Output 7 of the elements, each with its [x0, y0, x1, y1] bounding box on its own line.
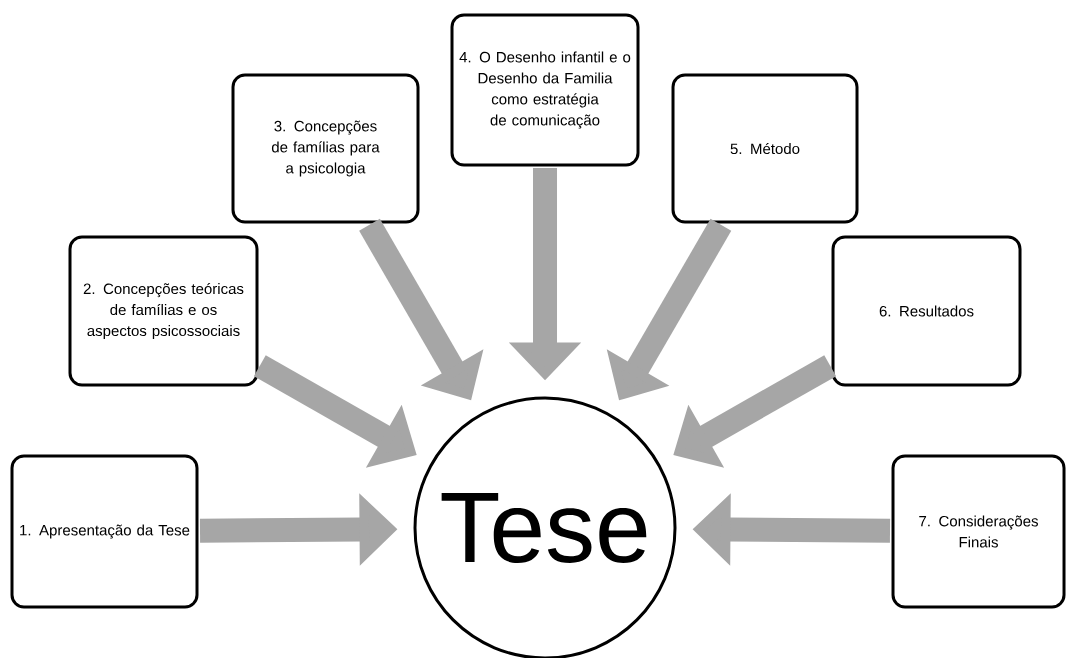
topic-box: 6. Resultados — [831, 235, 1022, 387]
topic-box: 2. Concepções teóricas de famílias e os aspectos psicossociais — [68, 235, 259, 387]
topic-box: 4. O Desenho infantil e o Desenho da Familia como estratégia de comunicação — [450, 13, 640, 167]
topic-box: 3. Concepções de famílias para a psicologia — [231, 73, 420, 224]
topic-box: 7. Considerações Finais — [891, 454, 1066, 609]
topic-box: 1. Apresentação da Tese — [10, 454, 199, 609]
topic-box: 5. Método — [671, 73, 859, 224]
